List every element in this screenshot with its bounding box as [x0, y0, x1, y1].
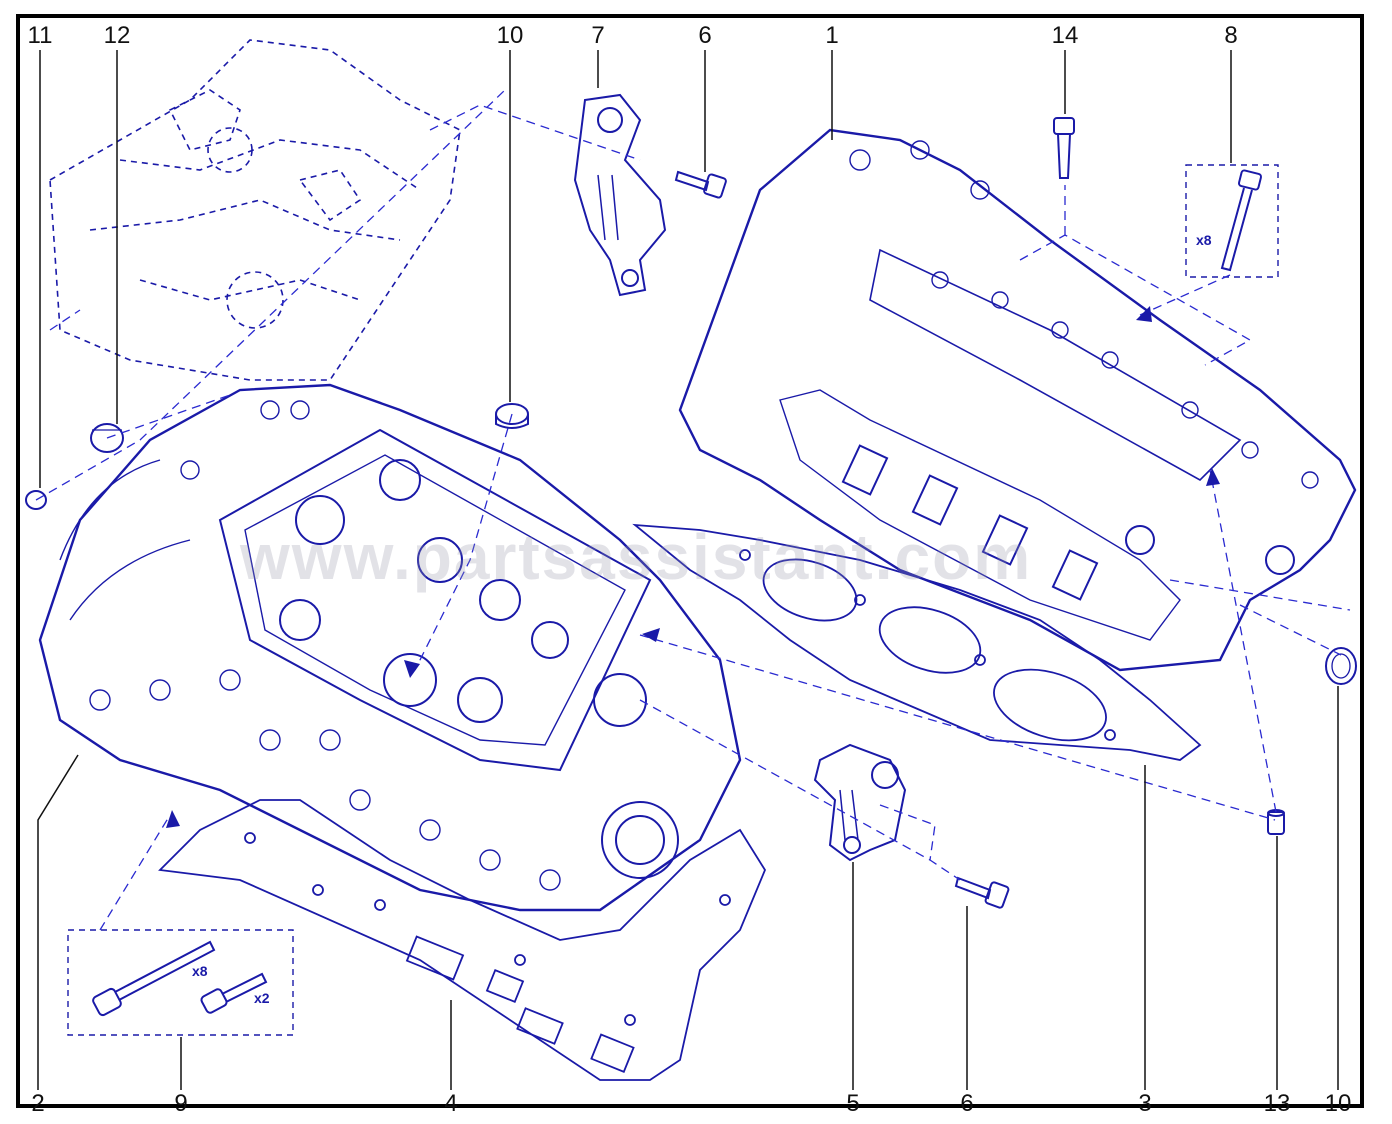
bolt-set-9-short-quantity: x2	[254, 990, 270, 1006]
callout-4-bottom: 4	[444, 1090, 458, 1117]
lifting-bracket-5	[813, 743, 907, 862]
callout-1-top: 1	[825, 22, 839, 49]
callout-6-top: 6	[698, 22, 712, 49]
callout-2-bottom: 2	[31, 1090, 45, 1117]
callout-9-bottom: 9	[174, 1090, 188, 1117]
bolt-14	[1053, 117, 1075, 179]
callout-14-top: 14	[1051, 22, 1079, 49]
lifting-bracket-7	[573, 93, 667, 297]
callout-12-top: 12	[103, 22, 131, 49]
bolt-set-9	[67, 929, 294, 1036]
cylinder-head-right	[678, 128, 1357, 672]
plug-12	[90, 423, 124, 453]
callout-13-bottom: 13	[1263, 1090, 1291, 1117]
plug-10-bottom	[1325, 647, 1357, 685]
bolt-6-top	[674, 170, 727, 199]
callout-5-bottom: 5	[846, 1090, 860, 1117]
callout-7-top: 7	[591, 22, 605, 49]
callout-10-bottom: 10	[1324, 1090, 1352, 1117]
callout-11-top: 11	[27, 22, 53, 49]
plug-11	[25, 490, 47, 510]
callout-3-bottom: 3	[1138, 1090, 1152, 1117]
cylinder-head-left	[38, 383, 742, 912]
bolt-set-8	[1185, 164, 1279, 278]
callout-8-top: 8	[1224, 22, 1238, 49]
engine-block-ghost	[49, 39, 461, 381]
cylinder-head-gasket-right	[632, 523, 1202, 761]
watermark-text: www.partsassistant.com	[240, 521, 1033, 593]
cylinder-head-gasket-lower	[158, 799, 767, 1081]
callout-6-bottom: 6	[960, 1090, 974, 1117]
bolt-6-bottom	[954, 876, 1010, 909]
bolt-set-8-quantity: x8	[1196, 232, 1212, 248]
diagram-frame	[16, 14, 1364, 1108]
bolt-set-9-long-quantity: x8	[192, 963, 208, 979]
dowel-13	[1267, 809, 1285, 835]
callout-10-top: 10	[496, 22, 524, 49]
plug-10-top	[495, 403, 529, 429]
